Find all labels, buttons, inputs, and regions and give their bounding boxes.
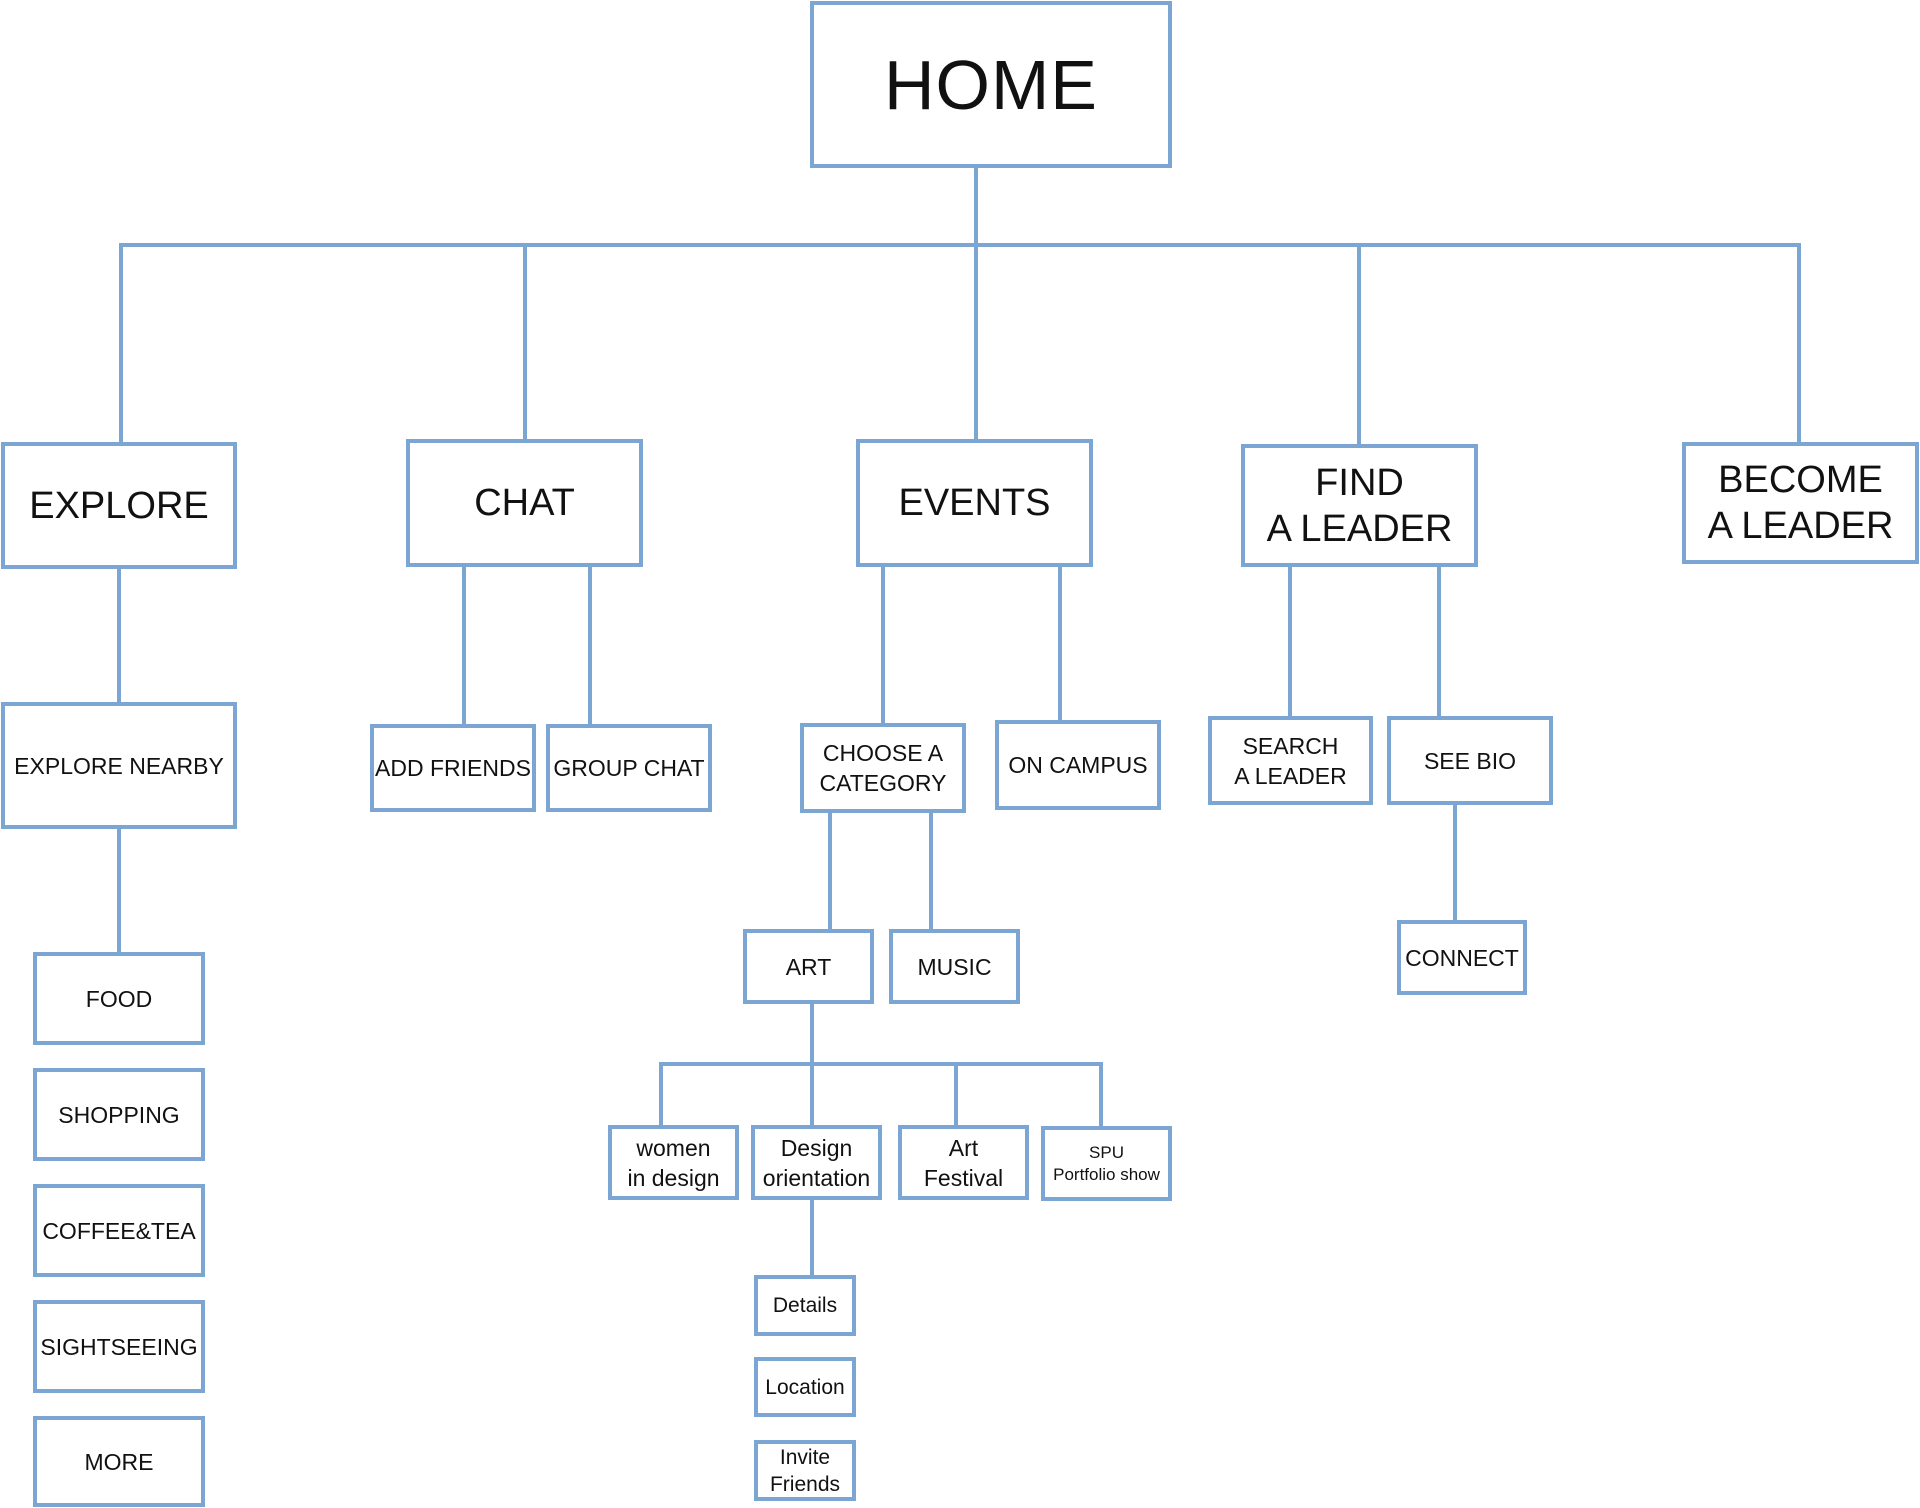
explore-nearby-label: EXPLORE NEARBY <box>14 752 224 779</box>
art-festival-box: Art Festival <box>898 1125 1029 1200</box>
explore-label: EXPLORE <box>29 484 209 527</box>
food-box: FOOD <box>33 952 205 1045</box>
shopping-box: SHOPPING <box>33 1068 205 1161</box>
chat-label: CHAT <box>474 482 575 524</box>
choose-category-box: CHOOSE A CATEGORY <box>800 723 966 813</box>
group-chat-label: GROUP CHAT <box>553 755 705 781</box>
find-leader-label: FIND A LEADER <box>1266 461 1453 550</box>
chat-box: CHAT <box>406 439 643 567</box>
add-friends-box: ADD FRIENDS <box>370 724 536 812</box>
explore-nearby-box: EXPLORE NEARBY <box>1 702 237 829</box>
details-box: Details <box>754 1275 856 1336</box>
find-leader-box: FIND A LEADER <box>1241 444 1478 567</box>
become-leader-label: BECOME A LEADER <box>1707 459 1894 547</box>
coffee-tea-box: COFFEE&TEA <box>33 1184 205 1277</box>
on-campus-box: ON CAMPUS <box>995 720 1161 810</box>
connect-label: CONNECT <box>1405 944 1519 971</box>
events-box: EVENTS <box>856 439 1093 567</box>
choose-category-label: CHOOSE A CATEGORY <box>819 740 947 796</box>
music-label: MUSIC <box>917 953 992 980</box>
connect-box: CONNECT <box>1397 920 1527 995</box>
invite-friends-label: Invite Friends <box>769 1445 841 1496</box>
location-label: Location <box>765 1375 845 1399</box>
art-box: ART <box>743 929 874 1004</box>
details-label: Details <box>772 1294 838 1317</box>
more-label: MORE <box>84 1448 154 1475</box>
home-box: HOME <box>810 1 1172 168</box>
group-chat-box: GROUP CHAT <box>546 724 712 812</box>
explore-box: EXPLORE <box>1 442 237 569</box>
invite-friends-box: Invite Friends <box>754 1440 856 1501</box>
shopping-label: SHOPPING <box>58 1101 180 1128</box>
women-in-design-box: women in design <box>608 1125 739 1200</box>
design-orientation-label: Design orientation <box>762 1134 871 1191</box>
see-bio-box: SEE BIO <box>1387 716 1553 805</box>
coffee-tea-label: COFFEE&TEA <box>42 1217 196 1244</box>
location-box: Location <box>754 1357 856 1417</box>
search-leader-label: SEARCH A LEADER <box>1234 732 1347 789</box>
add-friends-label: ADD FRIENDS <box>375 755 531 781</box>
on-campus-label: ON CAMPUS <box>1008 752 1148 778</box>
events-label: EVENTS <box>898 482 1051 524</box>
become-leader-box: BECOME A LEADER <box>1682 442 1919 564</box>
design-orientation-box: Design orientation <box>751 1125 882 1200</box>
music-box: MUSIC <box>889 929 1020 1004</box>
spu-portfolio-label: SPU Portfolio show <box>1053 1142 1160 1184</box>
search-leader-box: SEARCH A LEADER <box>1208 716 1373 805</box>
art-label: ART <box>785 953 832 980</box>
sightseeing-label: SIGHTSEEING <box>40 1333 198 1360</box>
more-box: MORE <box>33 1416 205 1507</box>
food-label: FOOD <box>85 985 153 1012</box>
sightseeing-box: SIGHTSEEING <box>33 1300 205 1393</box>
art-festival-label: Art Festival <box>923 1134 1004 1191</box>
home-label: HOME <box>884 45 1098 124</box>
see-bio-label: SEE BIO <box>1423 747 1517 774</box>
spu-portfolio-box: SPU Portfolio show <box>1041 1126 1172 1201</box>
women-in-design-label: women in design <box>627 1134 720 1191</box>
